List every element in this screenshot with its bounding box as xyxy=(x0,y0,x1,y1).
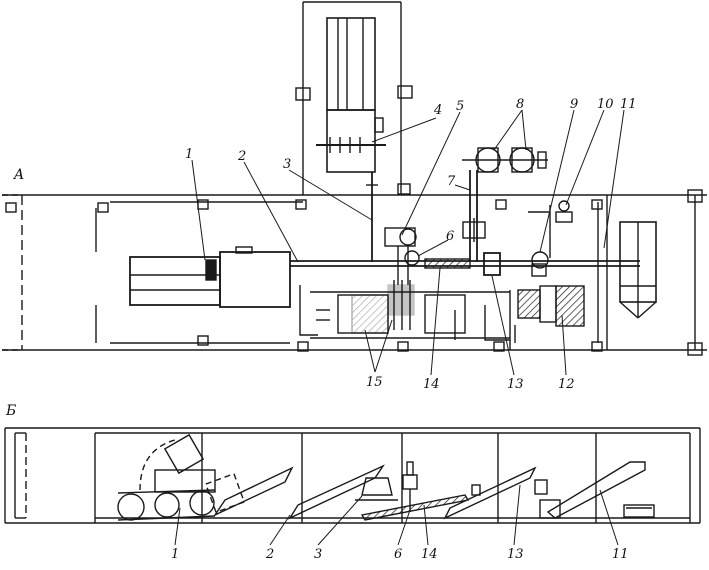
section-leader-lines xyxy=(174,484,619,546)
section-component-3 xyxy=(288,464,398,520)
plan-label-14: 14 xyxy=(423,377,440,392)
plan-label-8: 8 xyxy=(516,97,525,112)
top-stacker-frame xyxy=(295,1,413,262)
section-label-6: 6 xyxy=(394,547,403,562)
component-7-chain xyxy=(462,170,486,262)
plan-label-11: 11 xyxy=(620,97,637,112)
plan-main-frame xyxy=(2,194,608,351)
mounting-bolts xyxy=(5,183,603,352)
section-frame xyxy=(4,427,701,524)
view-label-section: Б xyxy=(6,403,17,419)
plan-label-7: 7 xyxy=(447,174,456,189)
section-label-2: 2 xyxy=(266,547,275,562)
section-label-3: 3 xyxy=(314,547,323,562)
plan-label-10: 10 xyxy=(597,97,614,112)
component-11-bin xyxy=(619,221,657,319)
plan-label-2: 2 xyxy=(238,149,247,164)
section-component-1 xyxy=(117,433,246,521)
plan-leader-lines xyxy=(191,109,625,376)
component-1-machine xyxy=(129,246,291,308)
component-10-motor xyxy=(555,200,573,223)
plan-label-5: 5 xyxy=(456,99,465,114)
section-label-14: 14 xyxy=(421,547,438,562)
plan-view xyxy=(2,1,707,376)
plan-label-13: 13 xyxy=(507,377,524,392)
component-5-drive xyxy=(384,227,420,285)
plan-label-3: 3 xyxy=(283,157,292,172)
component-12-gearbox xyxy=(517,285,585,327)
section-component-2-conveyor xyxy=(213,466,294,517)
plan-label-9: 9 xyxy=(570,97,579,112)
section-view xyxy=(4,427,701,546)
plan-label-15: 15 xyxy=(366,375,383,390)
section-label-1: 1 xyxy=(171,547,180,562)
component-8-sprockets xyxy=(462,147,548,173)
view-label-plan: A xyxy=(14,167,25,183)
section-component-11 xyxy=(546,461,655,519)
section-component-13 xyxy=(443,466,561,520)
right-extension-frame xyxy=(607,189,707,356)
support-brackets xyxy=(299,285,516,350)
section-label-11: 11 xyxy=(612,547,629,562)
plan-label-12: 12 xyxy=(558,377,575,392)
plan-label-1: 1 xyxy=(185,147,194,162)
plan-label-6: 6 xyxy=(446,229,455,244)
component-15-rollers xyxy=(310,280,510,339)
component-14-hatched-conveyor xyxy=(424,258,471,269)
plan-label-4: 4 xyxy=(434,103,443,118)
component-13-block xyxy=(483,252,501,276)
section-label-13: 13 xyxy=(507,547,524,562)
